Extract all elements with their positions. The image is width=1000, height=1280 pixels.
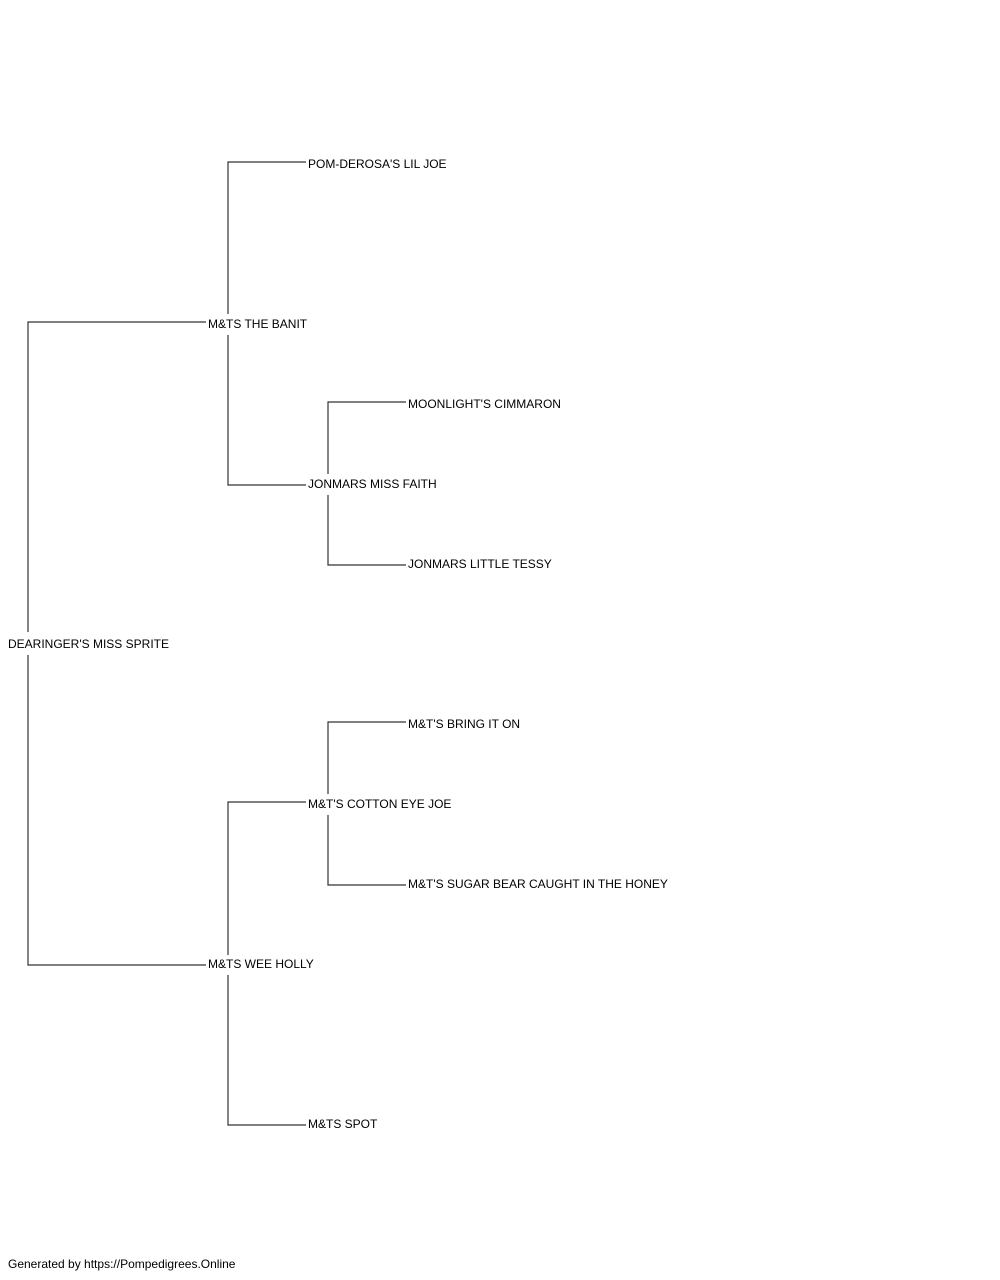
dam-sire-name: M&T'S COTTON EYE JOE	[308, 797, 452, 811]
generated-by-footer: Generated by https://Pompedigrees.Online	[8, 1257, 236, 1271]
connector-sire-dam-dam	[327, 495, 406, 566]
connector-dam-dam	[227, 975, 306, 1126]
subject-name: DEARINGER'S MISS SPRITE	[8, 637, 169, 651]
connector-sire-sire	[227, 161, 306, 314]
connector-sire-dam-sire	[327, 401, 406, 474]
connector-subject-sire	[27, 321, 206, 632]
connector-dam-sire-sire	[327, 721, 406, 794]
dam-dam-name: M&TS SPOT	[308, 1117, 378, 1131]
dam-sire-dam-name: M&T'S SUGAR BEAR CAUGHT IN THE HONEY	[408, 877, 668, 891]
sire-dam-name: JONMARS MISS FAITH	[308, 477, 437, 491]
connector-sire-dam	[227, 335, 306, 486]
sire-dam-dam-name: JONMARS LITTLE TESSY	[408, 557, 552, 571]
connector-subject-dam	[27, 655, 206, 966]
dam-name: M&TS WEE HOLLY	[208, 957, 314, 971]
sire-sire-name: POM-DEROSA'S LIL JOE	[308, 157, 447, 171]
sire-name: M&TS THE BANIT	[208, 317, 308, 331]
connector-dam-sire	[227, 801, 306, 955]
dam-sire-sire-name: M&T'S BRING IT ON	[408, 717, 521, 731]
sire-dam-sire-name: MOONLIGHT'S CIMMARON	[408, 397, 561, 411]
connector-dam-sire-dam	[327, 815, 406, 886]
